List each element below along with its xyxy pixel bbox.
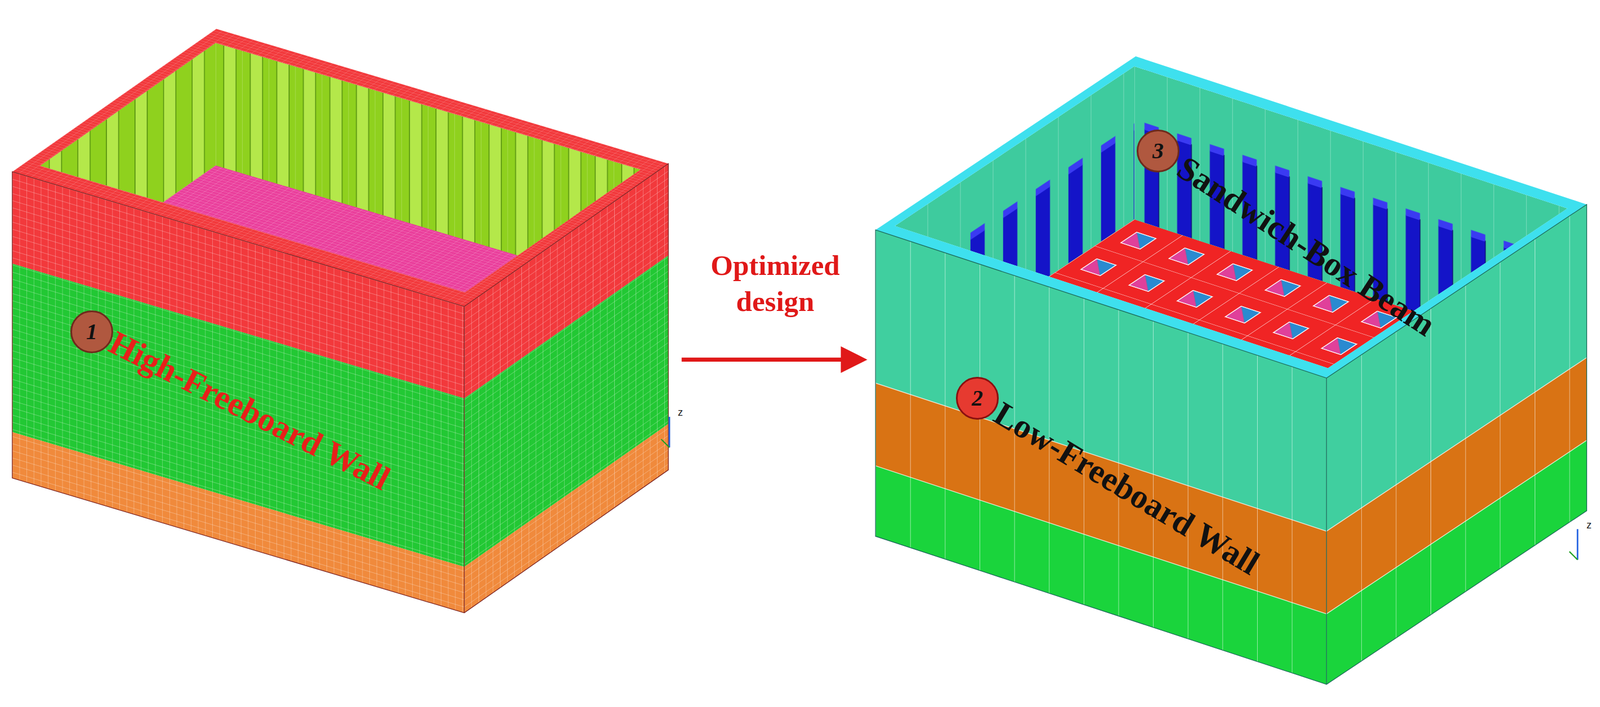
axis-label: z — [677, 406, 683, 419]
part-label: High-Freeboard Wall — [102, 322, 397, 499]
callout-circle: 1 — [70, 310, 114, 353]
callout-number: 3 — [1152, 139, 1164, 163]
part-label: Sandwich-Box Beam — [1169, 147, 1443, 345]
design-arrow — [681, 346, 868, 373]
callout-circle: 3 — [1136, 129, 1180, 173]
right-model — [875, 56, 1587, 685]
callout-number: 2 — [971, 386, 983, 410]
arrow-label: Optimized design — [693, 247, 857, 320]
part-label: Low-Freeboard Wall — [986, 392, 1267, 584]
axis-label: z — [1586, 519, 1592, 532]
callout-circle: 2 — [955, 376, 999, 420]
left-model — [12, 28, 669, 613]
callout-number: 1 — [86, 320, 98, 343]
